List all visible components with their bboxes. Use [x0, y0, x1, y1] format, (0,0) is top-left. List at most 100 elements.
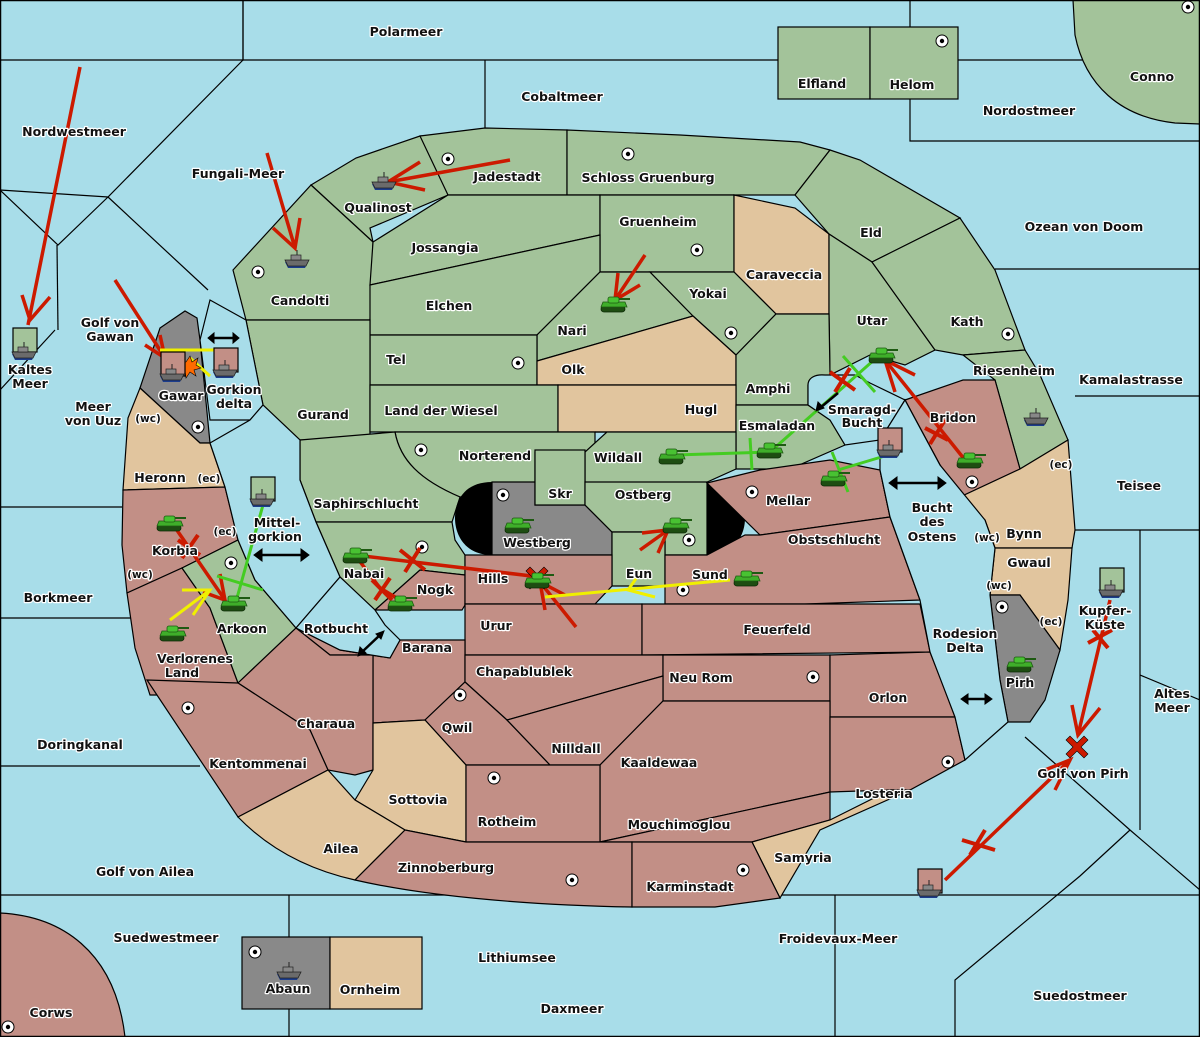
supply-center-icon: [1181, 0, 1195, 14]
supply-center-icon: [941, 755, 955, 769]
label-obstschlucht: Obstschlucht: [788, 532, 880, 547]
coast-marker-gwaul-ec: (ec): [1040, 616, 1063, 628]
label-losteria: Losteria: [855, 786, 912, 801]
label-heronn: Heronn: [134, 470, 186, 485]
label-candolti: Candolti: [271, 293, 330, 308]
label-sund: Sund: [692, 567, 728, 582]
label-esmaladan: Esmaladan: [739, 418, 815, 433]
label-gorkion-1: Gorkion: [206, 382, 261, 397]
label-nordwestmeer: Nordwestmeer: [22, 124, 127, 139]
coast-marker-korbia-wc: (wc): [127, 569, 153, 581]
label-ornheim: Ornheim: [340, 982, 400, 997]
territory-karminstadt[interactable]: [631, 841, 781, 908]
sea-rotbucht[interactable]: [295, 576, 401, 659]
order-support-cut-icon: [841, 355, 877, 393]
continent-north: [232, 127, 1069, 523]
territory-gruenheim[interactable]: [599, 194, 735, 273]
label-nari: Nari: [557, 323, 586, 338]
supply-center-icon: [487, 771, 501, 785]
label-elchen: Elchen: [426, 298, 473, 313]
label-bucht-2: des: [920, 514, 945, 529]
label-gurand: Gurand: [297, 407, 349, 422]
label-daxmeer: Daxmeer: [540, 1001, 604, 1016]
order-support-cut-icon: [748, 437, 754, 471]
territory-skr[interactable]: [534, 449, 586, 506]
label-altes-1: Altes: [1154, 686, 1190, 701]
supply-center-icon: [496, 488, 510, 502]
label-gawar: Gawar: [159, 388, 205, 403]
label-olk: Olk: [561, 362, 585, 377]
sea-bucht-des-ostens[interactable]: [879, 398, 1009, 762]
label-smaragd-2: Bucht: [842, 415, 883, 430]
label-norterend: Norterend: [459, 448, 531, 463]
order-move-arrow: [638, 528, 670, 552]
label-nogk: Nogk: [417, 582, 454, 597]
label-qwil: Qwil: [442, 720, 473, 735]
order-move-arrow: [265, 152, 297, 249]
label-caraveccia: Caraveccia: [746, 267, 822, 282]
supply-center-icon: [224, 556, 238, 570]
territory-losteria[interactable]: [829, 716, 966, 793]
territory-ornheim[interactable]: [329, 936, 423, 1010]
label-bynn: Bynn: [1006, 526, 1041, 541]
label-wildall: Wildall: [594, 450, 642, 465]
arrowhead-icon: [1044, 756, 1074, 791]
unit-owner-box: [160, 351, 186, 377]
failed-order-icon: [176, 533, 202, 560]
label-kaltes-2: Meer: [12, 376, 48, 391]
territory-kentommenai[interactable]: [145, 679, 329, 818]
supply-center-icon: [745, 485, 759, 499]
label-golf-gawan-2: Gawan: [86, 329, 134, 344]
label-suedostmeer: Suedostmeer: [1033, 988, 1127, 1003]
order-move-arrow: [113, 279, 167, 359]
territory-conno[interactable]: [1072, 0, 1200, 125]
territory-schloss[interactable]: [566, 129, 832, 196]
label-verlorenes-1: Verlorenes: [157, 651, 233, 666]
label-eld: Eld: [860, 225, 882, 240]
label-ostberg: Ostberg: [615, 487, 672, 502]
supply-center-icon: [965, 475, 979, 489]
label-kamala: Kamalastrasse: [1079, 372, 1183, 387]
label-eun: Eun: [626, 566, 652, 581]
label-neurom: Neu Rom: [669, 670, 732, 685]
order-support-line: [837, 453, 889, 472]
sea-mittelgorkion[interactable]: [209, 404, 341, 629]
label-kupfer-1: Kupfer-: [1079, 603, 1132, 618]
label-nilldall: Nilldall: [551, 741, 600, 756]
label-abaun: Abaun: [266, 981, 311, 996]
label-jossangia: Jossangia: [410, 240, 478, 255]
supply-center-icon: [181, 701, 195, 715]
label-uuz-1: Meer: [75, 399, 111, 414]
territory-corws[interactable]: [0, 912, 126, 1037]
label-wiesel: Land der Wiesel: [384, 403, 497, 418]
supply-center-icon: [251, 265, 265, 279]
label-samyria: Samyria: [774, 850, 832, 865]
labels: Polarmeer Cobaltmeer Nordwestmeer Fungal…: [7, 23, 1192, 1021]
label-helom: Helom: [890, 77, 935, 92]
label-hills: Hills: [478, 571, 509, 586]
label-suedwestmeer: Suedwestmeer: [114, 930, 220, 945]
label-teisee: Teisee: [1117, 478, 1161, 493]
label-altes-2: Meer: [1154, 700, 1190, 715]
label-polarmeer: Polarmeer: [370, 24, 444, 39]
label-kaaldewaa: Kaaldewaa: [621, 755, 698, 770]
label-yokai: Yokai: [688, 286, 727, 301]
order-move-arrow: [354, 553, 541, 579]
supply-center-icon: [690, 243, 704, 257]
label-riesenheim: Riesenheim: [973, 363, 1055, 378]
label-skr: Skr: [548, 486, 572, 501]
label-kath: Kath: [951, 314, 984, 329]
order-support-line: [674, 450, 771, 457]
supply-center-icon: [621, 147, 635, 161]
territory-elfland[interactable]: [777, 26, 871, 100]
failed-order-icon: [1087, 628, 1113, 650]
territory-rotheim[interactable]: [465, 764, 601, 843]
label-golf-ailea: Golf von Ailea: [96, 864, 194, 879]
label-doringkanal: Doringkanal: [37, 737, 123, 752]
coast-marker-heronn-ec: (ec): [198, 473, 221, 485]
order-support-line: [233, 504, 265, 606]
supply-center-icon: [736, 863, 750, 877]
order-move-arrow: [538, 580, 578, 629]
